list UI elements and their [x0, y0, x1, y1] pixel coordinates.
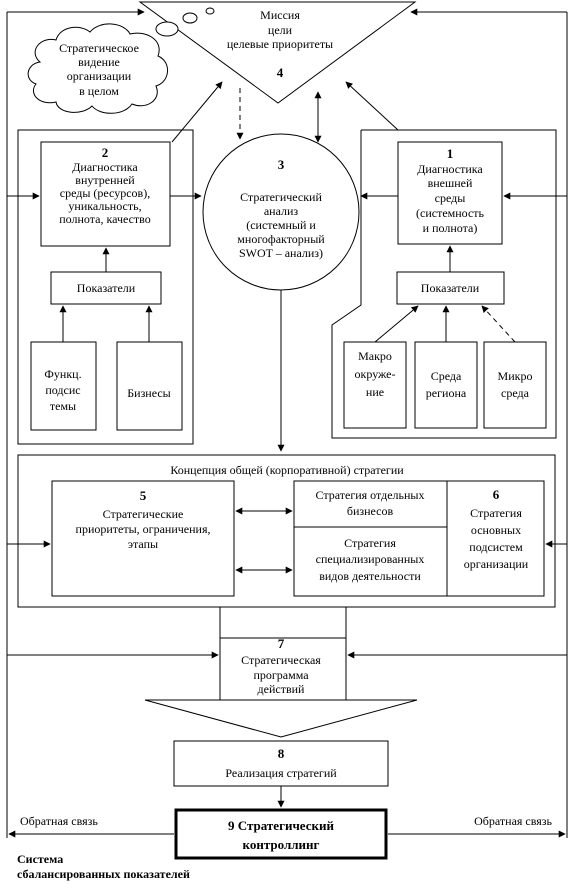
- func-line-3: темы: [50, 399, 76, 413]
- subsystems-line-3: подсистем: [469, 540, 523, 554]
- external-frame: [331, 129, 557, 439]
- external-number: 1: [447, 146, 454, 161]
- program-line-3: действий: [258, 682, 306, 696]
- subsystems-strategy-box: [446, 480, 545, 597]
- priorities-number: 5: [140, 488, 147, 503]
- concept-frame: [17, 454, 556, 608]
- arrow-macro-to-indicators: [374, 305, 419, 343]
- priorities-line-2: приоритеты, ограничения,: [76, 522, 211, 536]
- special-strategy-line-3: видов деятельности: [319, 569, 421, 583]
- controlling-line-2: контроллинг: [243, 837, 320, 852]
- external-line-5: и полнота): [423, 221, 478, 235]
- analysis-number: 3: [278, 157, 285, 172]
- external-diagnostic-box: [397, 141, 503, 245]
- micro-line-2: среда: [501, 386, 530, 400]
- business-strategy-line-2: бизнесов: [347, 504, 394, 518]
- macro-line-1: Макро: [358, 349, 392, 363]
- region-line-2: региона: [426, 386, 467, 400]
- external-line-2: внешней: [428, 176, 473, 190]
- mission-number: 4: [277, 65, 284, 80]
- realization-label: Реализация стратегий: [225, 766, 337, 780]
- macro-line-3: ние: [366, 385, 384, 399]
- func-line-1: Функц.: [44, 367, 81, 381]
- indicators-right-label: Показатели: [421, 281, 480, 295]
- internal-diagnostic-box: [40, 141, 171, 247]
- func-subsystems-box: [30, 341, 97, 431]
- vision-line-1: Стратегическое: [59, 41, 139, 55]
- arrow-internal-to-mission: [171, 81, 223, 143]
- vision-line-2: видение: [78, 55, 120, 69]
- arrow-micro-to-indicators: [481, 305, 516, 343]
- internal-line-4: уникальность,: [68, 199, 141, 213]
- program-line-1: Стратегическая: [241, 653, 321, 667]
- business-strategy-box: [293, 480, 448, 528]
- external-line-1: Диагностика: [417, 162, 483, 176]
- macro-box: [343, 341, 407, 429]
- external-line-3: среды: [435, 191, 466, 205]
- vision-line-4: в целом: [79, 84, 119, 98]
- analysis-line-3: (системный и: [246, 218, 316, 232]
- program-number: 7: [278, 636, 285, 651]
- concept-title: Концепция общей (корпоративной) стратеги…: [170, 463, 404, 477]
- external-line-4: (системность: [416, 206, 485, 220]
- special-strategy-line-1: Стратегия: [344, 536, 396, 550]
- analysis-line-2: анализ: [264, 204, 299, 218]
- businesses-box: [116, 341, 183, 431]
- program-funnel-bottom: [144, 699, 418, 738]
- subsystems-line-4: организации: [464, 557, 529, 571]
- internal-line-1: Диагностика: [72, 160, 138, 174]
- controlling-box: [174, 808, 388, 860]
- priorities-box: [51, 480, 235, 597]
- internal-number: 2: [102, 145, 109, 160]
- micro-box: [483, 341, 547, 429]
- special-strategy-box: [293, 526, 448, 597]
- realization-number: 8: [278, 746, 285, 761]
- mission-triangle: [138, 1, 417, 104]
- indicators-left-box: [50, 271, 162, 305]
- priorities-line-3: этапы: [128, 537, 158, 551]
- controlling-line-1: 9 Стратегический: [228, 818, 334, 833]
- mission-line-1: Миссия: [260, 8, 300, 22]
- region-line-1: Среда: [431, 369, 462, 383]
- businesses-label: Бизнесы: [127, 386, 171, 400]
- analysis-line-4: многофакторный: [237, 232, 325, 246]
- realization-box: [173, 740, 389, 787]
- indicators-left-label: Показатели: [77, 281, 136, 295]
- subsystems-line-1: Стратегия: [470, 506, 522, 520]
- arrow-external-to-mission: [345, 81, 399, 131]
- internal-frame: [17, 129, 194, 445]
- feedback-right-label: Обратная связь: [474, 814, 552, 828]
- vision-cloud: [27, 7, 215, 114]
- subsystems-line-2: основных: [471, 523, 521, 537]
- business-strategy-line-1: Стратегия отдельных: [316, 488, 425, 502]
- indicators-right-box: [396, 271, 505, 305]
- micro-line-1: Микро: [498, 369, 533, 383]
- analysis-line-5: SWOT – анализ): [239, 246, 323, 260]
- program-funnel: [219, 607, 347, 639]
- internal-line-2: внутренней: [75, 173, 135, 187]
- scorecard-line-1: Система: [17, 852, 63, 866]
- region-box: [414, 341, 478, 429]
- func-line-2: подсис: [45, 383, 80, 397]
- scorecard-line-2: сбалансированных показателей: [17, 867, 190, 881]
- program-line-2: программа: [253, 668, 309, 682]
- priorities-line-1: Стратегические: [103, 507, 184, 521]
- mission-line-2: цели: [268, 23, 293, 37]
- analysis-line-1: Стратегический: [240, 190, 322, 204]
- mission-line-3: целевые приоритеты: [227, 37, 333, 51]
- vision-line-3: организации: [67, 69, 132, 83]
- internal-line-5: полнота, качество: [59, 212, 151, 226]
- feedback-left-label: Обратная связь: [20, 814, 98, 828]
- internal-line-3: среды (ресурсов),: [60, 186, 150, 200]
- special-strategy-line-2: специализированных: [316, 552, 425, 566]
- subsystems-number: 6: [493, 487, 500, 502]
- macro-line-2: окруже-: [355, 367, 396, 381]
